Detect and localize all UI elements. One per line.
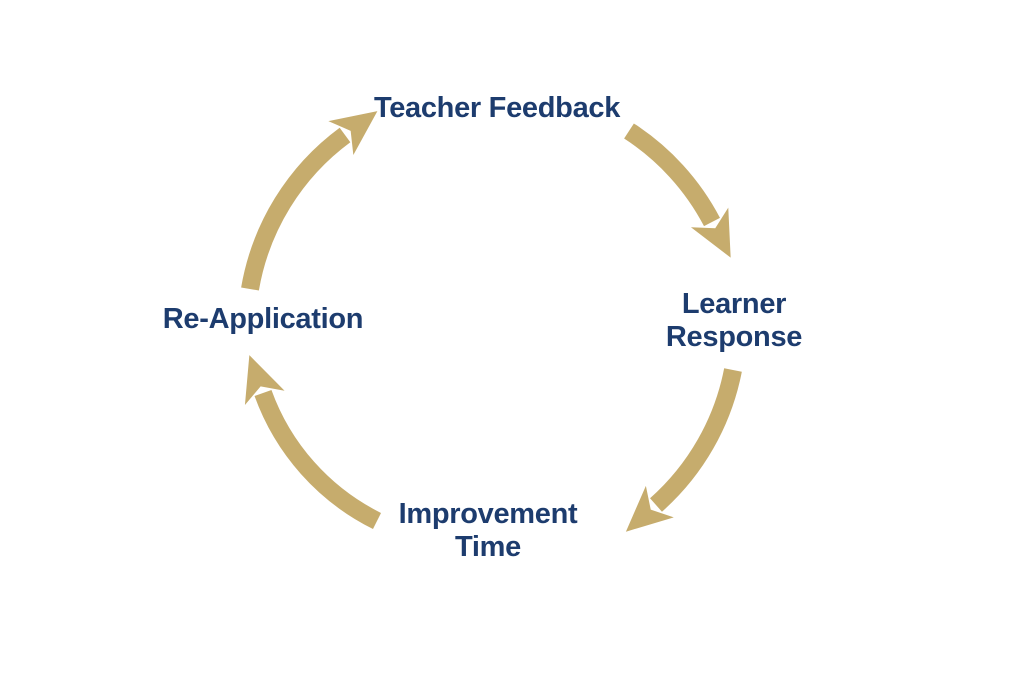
node-learner-response-label-line1: Learner bbox=[681, 288, 787, 320]
arrow-learner-to-improvement-icon bbox=[625, 368, 742, 532]
node-teacher-feedback-label: Teacher Feedback bbox=[373, 92, 621, 124]
node-improvement-time: Improvement Time bbox=[399, 498, 578, 564]
arrow-reapplication-to-teacher-icon bbox=[241, 111, 378, 291]
node-improvement-time-label-line2: Time bbox=[455, 531, 521, 563]
node-re-application-label: Re-Application bbox=[162, 303, 364, 335]
arrow-improvement-to-reapplication-icon bbox=[244, 355, 382, 530]
node-learner-response-label-line2: Response bbox=[665, 321, 803, 353]
node-improvement-time-label-line1: Improvement bbox=[398, 498, 578, 530]
arrow-teacher-to-learner-icon bbox=[624, 123, 731, 258]
node-learner-response: Learner Response bbox=[665, 288, 803, 354]
node-re-application: Re-Application bbox=[162, 303, 364, 336]
node-teacher-feedback: Teacher Feedback bbox=[374, 92, 620, 125]
